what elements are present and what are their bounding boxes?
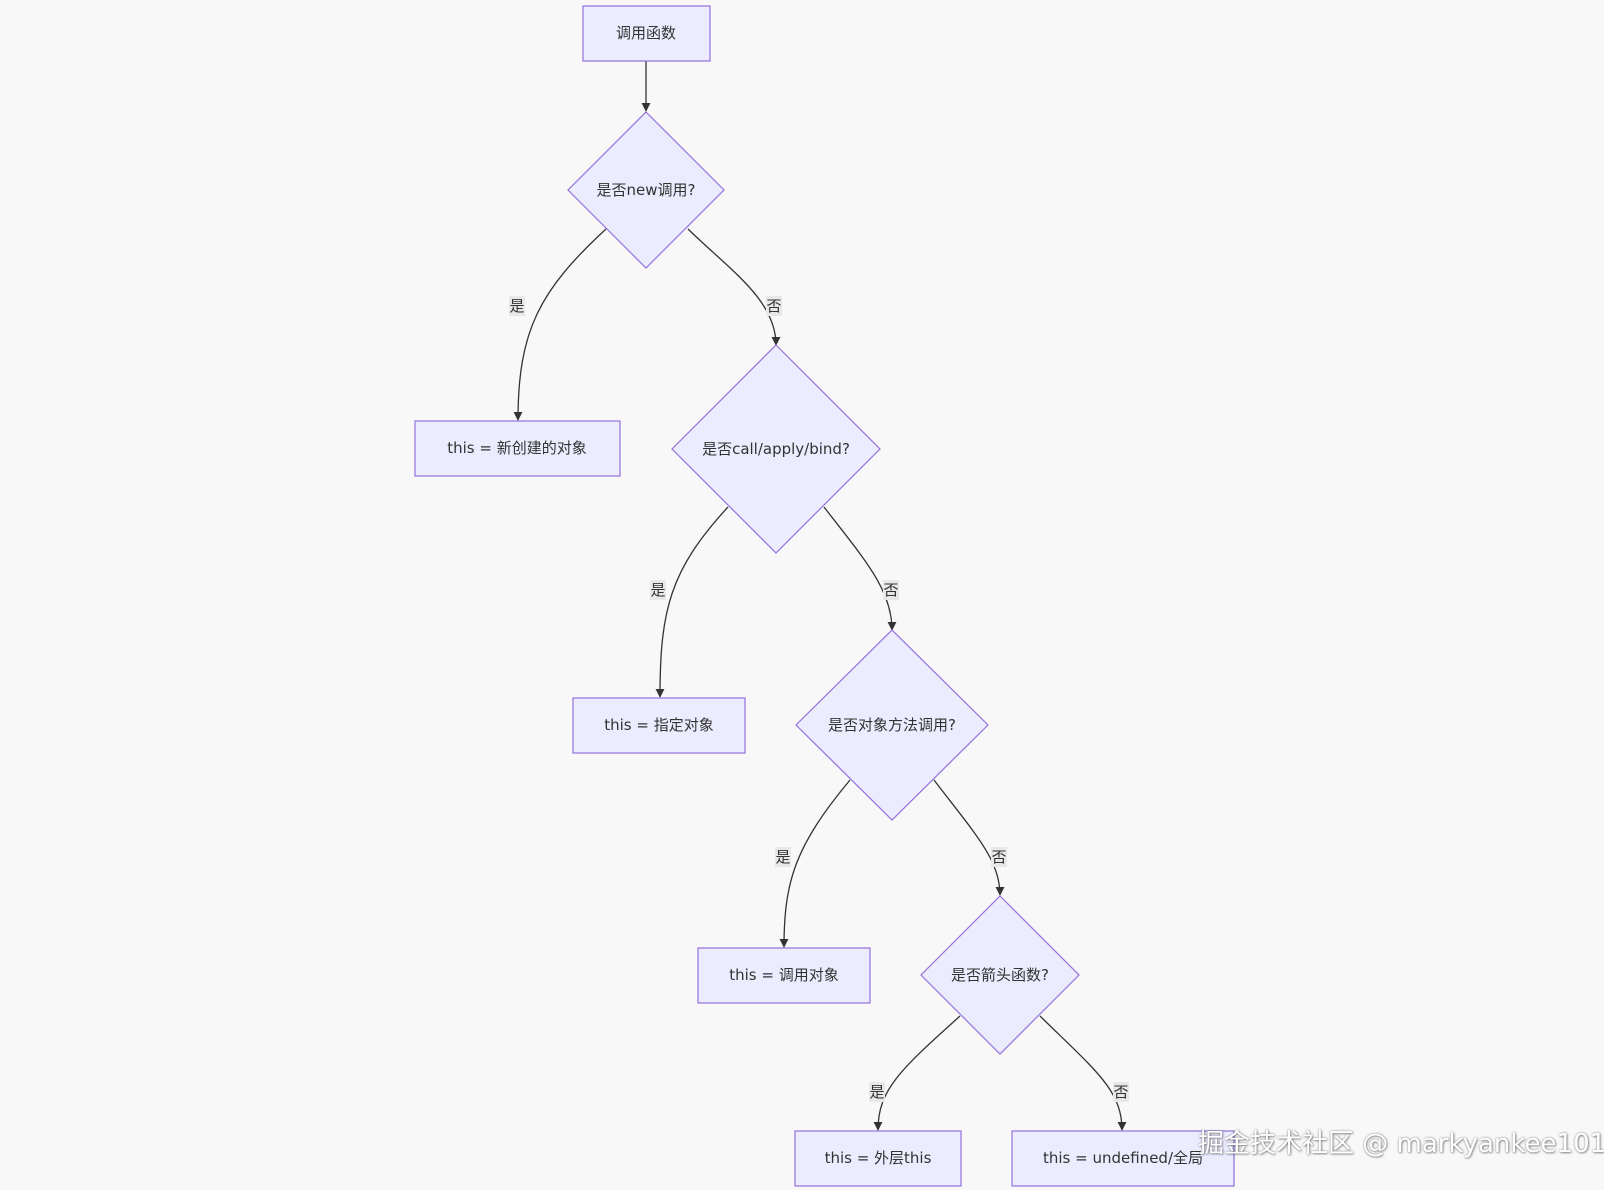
decision-call: 是否call/apply/bind?: [671, 344, 881, 554]
edge-label-arrow-no: 否: [1113, 1083, 1128, 1101]
edge-arrow-yes: [873, 1015, 961, 1131]
result-new-label: this = 新创建的对象: [447, 439, 586, 457]
edge-label-new-no: 否: [766, 297, 781, 315]
watermark: 掘金技术社区 @ markyankee101: [1198, 1129, 1604, 1159]
decision-new: 是否new调用?: [567, 111, 725, 269]
result-default: this = undefined/全局: [1011, 1130, 1235, 1187]
node-start: 调用函数: [582, 5, 711, 62]
decision-arrow-label: 是否箭头函数?: [951, 966, 1049, 984]
edge-label-method-yes: 是: [775, 848, 790, 866]
edge-label-call-yes: 是: [650, 581, 665, 599]
decision-method-label: 是否对象方法调用?: [828, 716, 956, 734]
result-new: this = 新创建的对象: [414, 420, 621, 477]
decision-method: 是否对象方法调用?: [795, 629, 989, 821]
edge-method-no: [933, 779, 1005, 896]
decision-new-label: 是否new调用?: [597, 181, 696, 199]
result-arrow-label: this = 外层this: [825, 1149, 932, 1167]
result-method-label: this = 调用对象: [729, 966, 838, 984]
edge-arrow-no: [1039, 1015, 1127, 1131]
edge-call-yes: [655, 506, 729, 698]
edge-new-no: [687, 228, 781, 346]
result-default-label: this = undefined/全局: [1043, 1149, 1203, 1167]
decision-arrow: 是否箭头函数?: [920, 895, 1080, 1055]
result-arrow: this = 外层this: [794, 1130, 962, 1187]
edge-label-method-no: 否: [991, 848, 1006, 866]
edge-method-yes: [779, 779, 851, 948]
edge-label-arrow-yes: 是: [869, 1083, 884, 1101]
edge-call-no: [823, 506, 897, 631]
result-call-label: this = 指定对象: [604, 716, 713, 734]
node-start-label: 调用函数: [616, 24, 676, 42]
edge-label-new-yes: 是: [509, 297, 524, 315]
result-call: this = 指定对象: [572, 697, 746, 754]
decision-call-label: 是否call/apply/bind?: [702, 440, 850, 458]
edge-label-call-no: 否: [883, 581, 898, 599]
result-method: this = 调用对象: [697, 947, 871, 1004]
edge-new-yes: [513, 228, 607, 421]
